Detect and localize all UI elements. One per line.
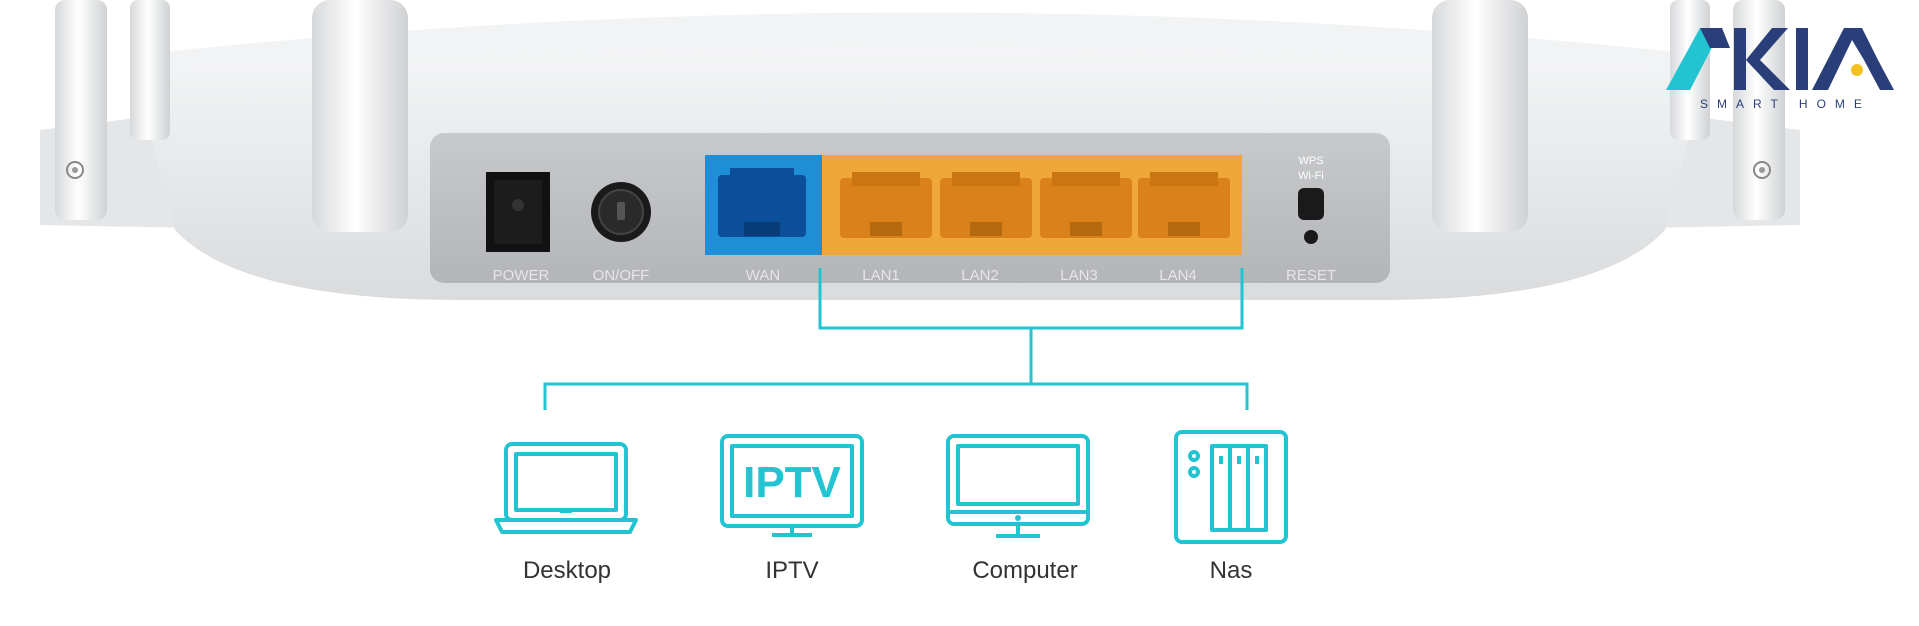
antenna-hinge bbox=[66, 161, 84, 179]
port-label-lan3: LAN3 bbox=[1060, 267, 1098, 284]
device-label-nas: Nas bbox=[1210, 557, 1253, 584]
wifi-label: Wi-Fi bbox=[1298, 170, 1324, 182]
device-label-computer: Computer bbox=[972, 557, 1077, 584]
logo-subtitle: SMART HOME bbox=[1700, 97, 1871, 111]
laptop-icon bbox=[494, 442, 638, 534]
monitor-icon bbox=[946, 434, 1090, 538]
device-computer: Computer bbox=[946, 434, 1090, 584]
port-label-wan: WAN bbox=[746, 267, 780, 284]
lan-port bbox=[840, 172, 932, 238]
connector-lines bbox=[543, 268, 1249, 410]
antenna-hinge bbox=[1753, 161, 1771, 179]
device-label-iptv: IPTV bbox=[765, 557, 818, 584]
device-bus-line bbox=[543, 382, 1249, 410]
logo-letter-a-right bbox=[1700, 28, 1730, 48]
port-label-lan2: LAN2 bbox=[961, 267, 999, 284]
logo-letter-a2 bbox=[1812, 28, 1878, 90]
power-port bbox=[486, 172, 550, 252]
lan-port bbox=[1040, 172, 1132, 238]
logo-dot bbox=[1851, 64, 1863, 76]
logo-letter-k-arms bbox=[1746, 28, 1790, 90]
device-desktop: Desktop bbox=[494, 442, 638, 584]
port-label-reset: RESET bbox=[1286, 267, 1336, 284]
monitor-power-dot bbox=[1015, 515, 1021, 521]
lan-port-block bbox=[822, 155, 1242, 255]
lan-port bbox=[1138, 172, 1230, 238]
logo-letter-i bbox=[1796, 28, 1808, 90]
logo-letter-a2-right bbox=[1864, 60, 1894, 90]
antenna bbox=[55, 0, 107, 220]
port-label-lan1: LAN1 bbox=[862, 267, 900, 284]
port-label-onoff: ON/OFF bbox=[593, 267, 650, 284]
device-nas: Nas bbox=[1174, 430, 1288, 584]
router: POWER ON/OFF WAN LAN1 LAN2 LAN3 LAN4 WPS… bbox=[40, 0, 1800, 300]
lan-port bbox=[940, 172, 1032, 238]
antenna bbox=[130, 0, 170, 140]
wps-label: WPS bbox=[1298, 155, 1323, 167]
port-label-lan4: LAN4 bbox=[1159, 267, 1197, 284]
reset-hole bbox=[1304, 230, 1318, 244]
device-iptv: IPTV IPTV bbox=[720, 434, 864, 584]
wps-button bbox=[1298, 188, 1324, 220]
wan-port bbox=[705, 155, 822, 255]
power-switch bbox=[591, 182, 651, 242]
antenna bbox=[1432, 0, 1528, 232]
antenna-hinge bbox=[1759, 167, 1765, 173]
port-label-power: POWER bbox=[493, 267, 550, 284]
tv-icon bbox=[720, 434, 864, 537]
antenna bbox=[312, 0, 408, 232]
device-label-desktop: Desktop bbox=[523, 557, 611, 584]
akia-logo: SMART HOME bbox=[1666, 28, 1894, 111]
nas-icon bbox=[1174, 430, 1288, 544]
iptv-screen-text: IPTV bbox=[743, 458, 841, 507]
antenna-hinge bbox=[72, 167, 78, 173]
logo-letter-k-stem bbox=[1734, 28, 1746, 90]
